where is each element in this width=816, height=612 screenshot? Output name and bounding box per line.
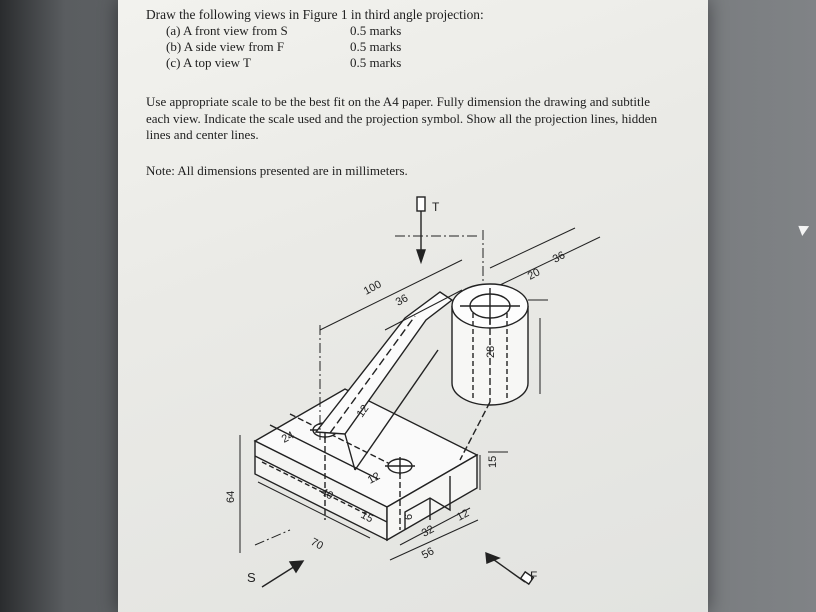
- item-b-label: (b) A side view from F: [166, 39, 285, 54]
- dim-56: 56: [420, 545, 436, 561]
- dim-36-right: 36: [551, 249, 567, 265]
- label-f: F: [530, 569, 537, 583]
- dim-15-front: 15: [359, 509, 375, 525]
- dim-15-side: 15: [487, 456, 499, 468]
- item-a-marks: 0.5 marks: [350, 23, 402, 38]
- view-arrow-front: [261, 560, 305, 588]
- dim-36-top: 36: [394, 292, 410, 308]
- note-text: Note: All dimensions presented are in mi…: [146, 163, 408, 178]
- dim-12-hole: 12: [366, 470, 382, 486]
- dim-100: 100: [362, 278, 384, 297]
- view-arrow-side: [485, 551, 535, 586]
- document-page: Draw the following views in Figure 1 in …: [118, 0, 708, 612]
- isometric-figure: T S F: [225, 196, 601, 588]
- instructions-paragraph: Use appropriate scale to be the best fit…: [146, 94, 658, 142]
- label-t: T: [432, 200, 440, 214]
- cylinder-boss: [451, 283, 529, 461]
- item-c-marks: 0.5 marks: [350, 55, 402, 70]
- dim-20: 20: [526, 266, 542, 282]
- slanted-arm: [314, 291, 454, 471]
- view-arrow-top: [416, 196, 426, 265]
- dim-12-arm: 12: [355, 403, 372, 420]
- label-s: S: [247, 570, 256, 585]
- dim-24: 24: [280, 429, 296, 445]
- base-block: [253, 388, 479, 542]
- dim-32: 32: [420, 523, 436, 539]
- dim-6: 6: [403, 514, 415, 520]
- dimension-lines: [239, 227, 601, 561]
- item-c-label: (c) A top view T: [166, 55, 251, 70]
- question-intro: Draw the following views in Figure 1 in …: [146, 7, 484, 22]
- item-b-marks: 0.5 marks: [350, 39, 402, 54]
- dim-40: 40: [319, 486, 335, 502]
- dim-28: 28: [485, 346, 497, 358]
- dim-64: 64: [225, 491, 237, 503]
- dim-12-slot: 12: [455, 507, 471, 523]
- item-a-label: (a) A front view from S: [166, 23, 288, 38]
- dim-70: 70: [309, 536, 325, 552]
